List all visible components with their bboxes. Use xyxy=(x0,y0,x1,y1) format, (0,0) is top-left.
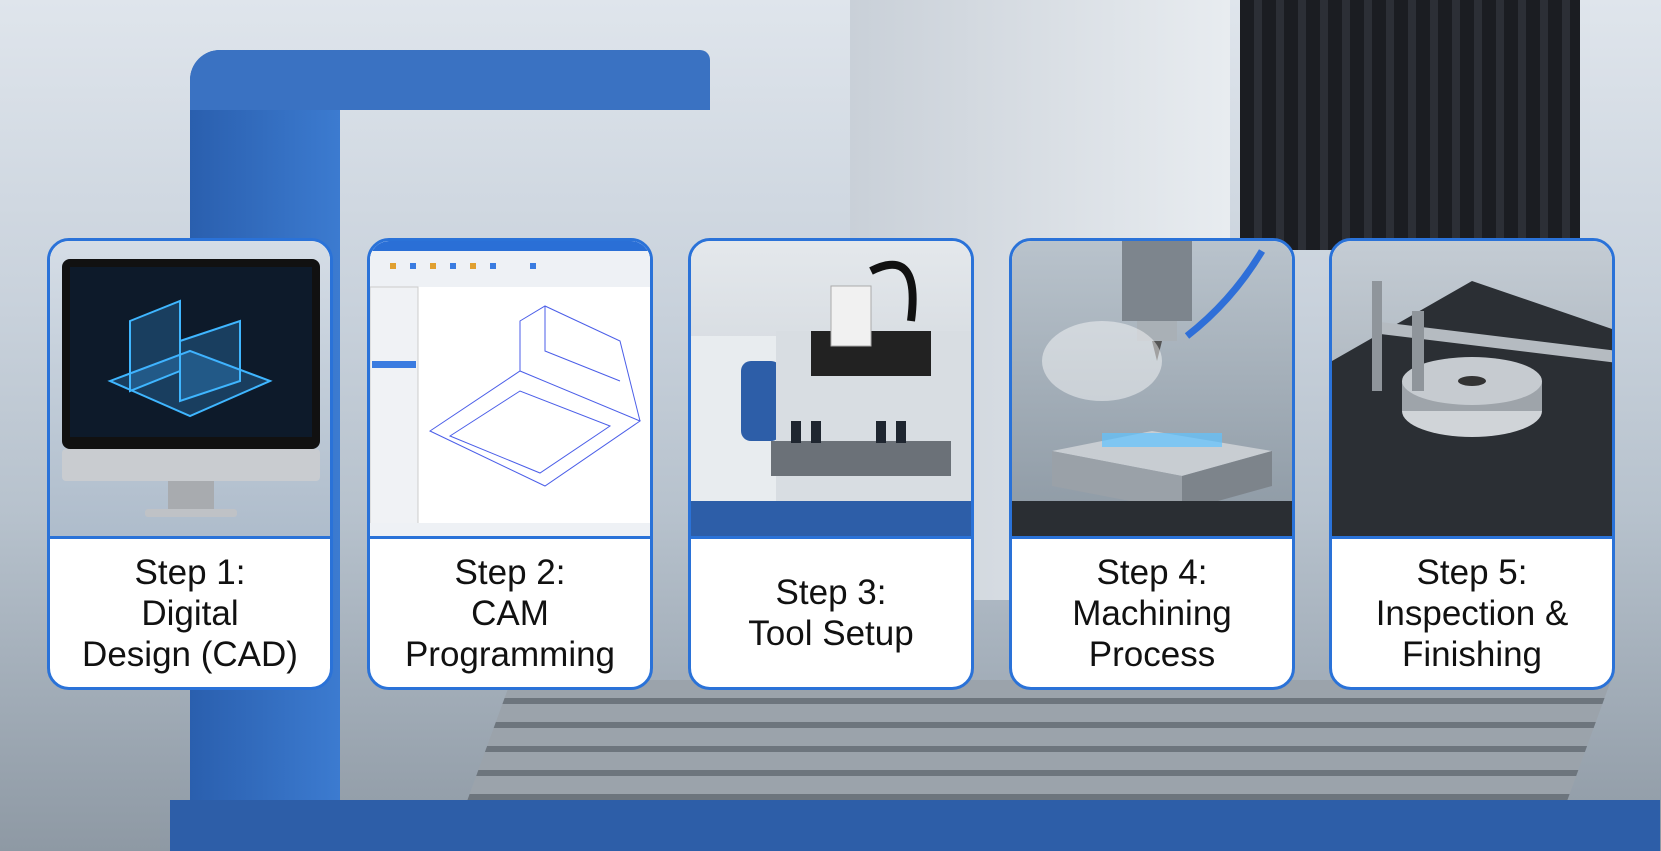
step-number: Step 2: xyxy=(454,552,566,592)
step-card-1: Step 1: Digital Design (CAD) xyxy=(47,238,333,690)
step-label: Step 2: CAM Programming xyxy=(370,539,650,687)
bg-bellows xyxy=(1240,0,1580,250)
cnc-machine-icon xyxy=(691,260,971,536)
step-number: Step 1: xyxy=(134,552,246,592)
step-label: Step 1: Digital Design (CAD) xyxy=(50,539,330,687)
step-label: Step 3: Tool Setup xyxy=(691,539,971,687)
step-title-line: Machining xyxy=(1072,593,1232,633)
step-label: Step 5: Inspection & Finishing xyxy=(1332,539,1612,687)
cad-monitor-image xyxy=(50,241,330,539)
step-title-line: Process xyxy=(1088,634,1216,674)
step-title-line: Digital xyxy=(141,593,239,633)
bg-blue-base xyxy=(170,800,1660,851)
milling-spindle-image xyxy=(1012,241,1292,539)
step-title-line: Programming xyxy=(404,634,616,674)
step-title-line: Inspection & xyxy=(1375,593,1569,633)
step-card-4: Step 4: Machining Process xyxy=(1009,238,1295,690)
step-card-2: Step 2: CAM Programming xyxy=(367,238,653,690)
cam-software-image xyxy=(370,241,650,539)
step-title-line: Finishing xyxy=(1401,634,1543,674)
step-title-line: Tool Setup xyxy=(748,614,914,653)
step-card-5: Step 5: Inspection & Finishing xyxy=(1329,238,1615,690)
caliper-inspection-image xyxy=(1332,241,1612,539)
monitor-icon xyxy=(62,259,320,517)
step-title-line: CAM xyxy=(471,593,549,633)
caliper-icon xyxy=(1332,281,1612,536)
cnc-machine-image xyxy=(691,241,971,539)
bg-blue-bar xyxy=(190,50,710,110)
step-label: Step 4: Machining Process xyxy=(1012,539,1292,687)
step-title-line: Design (CAD) xyxy=(82,634,298,674)
cam-window-icon xyxy=(370,241,650,536)
step-number: Step 5: xyxy=(1416,552,1528,592)
step-card-3: Step 3: Tool Setup xyxy=(688,238,974,690)
spindle-icon xyxy=(1012,241,1292,536)
step-number: Step 4: xyxy=(1096,552,1208,592)
step-number: Step 3: xyxy=(775,573,887,612)
